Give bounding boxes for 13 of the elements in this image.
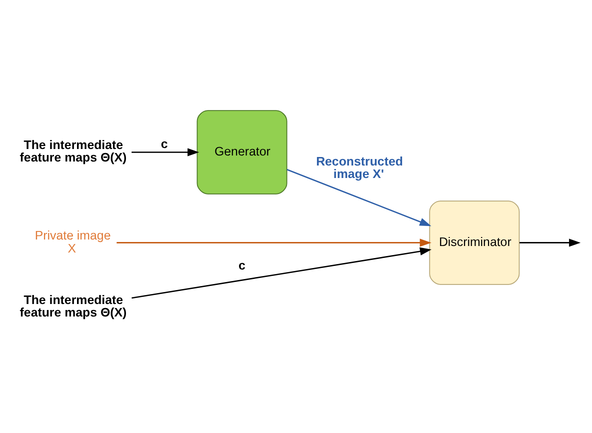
node-text: Private image X	[34, 228, 111, 256]
arrow	[519, 238, 581, 246]
node-box: Discriminator	[429, 200, 520, 284]
node-text: The intermediate feature maps Θ(X)	[20, 137, 127, 164]
edge-label: c	[238, 258, 246, 272]
arrow	[132, 246, 432, 298]
edge-label: c	[160, 136, 168, 150]
arrow	[286, 168, 432, 226]
node-box: Generator	[196, 110, 288, 194]
node-text: The intermediate feature maps Θ(X)	[20, 292, 127, 320]
edge-label: Reconstructed image X'	[316, 154, 403, 181]
arrow	[116, 238, 432, 246]
arrow	[132, 148, 200, 156]
